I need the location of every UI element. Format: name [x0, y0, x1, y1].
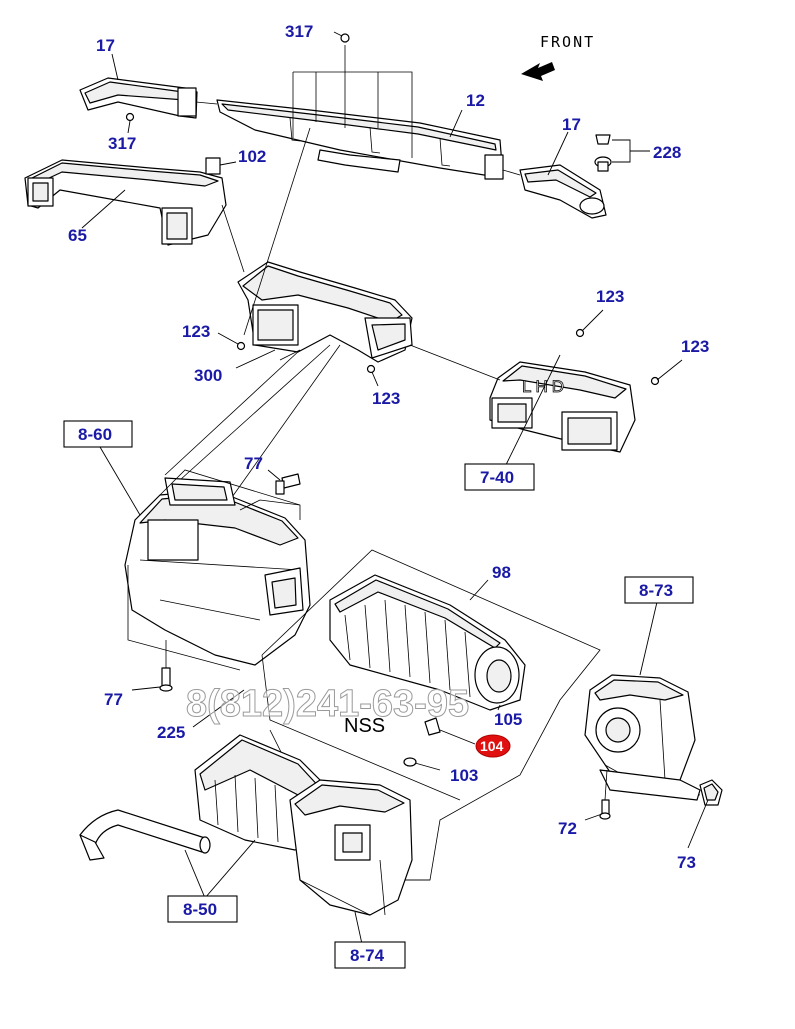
part-heater-box-8-60[interactable] — [124, 477, 311, 666]
boxed-label-7-40-text: 7-40 — [480, 468, 514, 487]
label-317-left: 317 — [108, 134, 136, 153]
part-104-label: 104 — [480, 738, 504, 754]
part-drain-hose-8-50[interactable] — [79, 809, 211, 861]
screw-317-left[interactable] — [125, 112, 135, 122]
part-evaporator-8-74[interactable] — [289, 779, 413, 916]
label-98: 98 — [492, 563, 511, 582]
part-104-highlight[interactable]: 104 — [475, 734, 511, 758]
screw-77-bottom[interactable] — [159, 667, 173, 692]
label-73: 73 — [677, 853, 696, 872]
label-228: 228 — [653, 143, 681, 162]
lhd-label: LHD — [522, 377, 568, 396]
clip-105[interactable] — [424, 717, 441, 736]
boxed-label-7-40[interactable]: 7-40 — [464, 463, 535, 491]
label-123-a: 123 — [182, 322, 210, 341]
part-duct-300[interactable] — [237, 261, 413, 363]
label-17-left: 17 — [96, 36, 115, 55]
front-label: FRONT — [540, 33, 595, 51]
label-17-right: 17 — [562, 115, 581, 134]
part-duct-17-left[interactable] — [79, 77, 198, 119]
label-123-b: 123 — [372, 389, 400, 408]
label-300: 300 — [194, 366, 222, 385]
boxed-label-8-60[interactable]: 8-60 — [63, 420, 133, 448]
boxed-label-8-74-text: 8-74 — [350, 946, 385, 965]
nss-label: NSS — [344, 715, 385, 737]
screw-123-b[interactable] — [366, 364, 376, 374]
fasteners-228[interactable] — [594, 134, 650, 172]
leader-lines — [81, 31, 709, 945]
part-bellows-98[interactable] — [329, 574, 526, 711]
screw-123-d[interactable] — [650, 376, 660, 386]
label-103: 103 — [450, 766, 478, 785]
screw-317-top[interactable] — [340, 33, 350, 43]
screw-123-c[interactable] — [575, 328, 585, 338]
label-65: 65 — [68, 226, 87, 245]
screw-72[interactable] — [599, 799, 611, 820]
part-duct-12[interactable] — [216, 99, 504, 180]
screw-77-top[interactable] — [275, 473, 301, 495]
part-blower-8-73[interactable] — [584, 674, 701, 801]
label-12: 12 — [466, 91, 485, 110]
part-bracket-73[interactable] — [699, 779, 723, 806]
label-77-top: 77 — [244, 454, 263, 473]
clip-102[interactable] — [205, 157, 221, 175]
boxed-label-8-73-text: 8-73 — [639, 581, 673, 600]
connection-lines-top — [164, 101, 521, 501]
watermark-phone: 8(812)241-63-95 — [186, 683, 469, 725]
label-225: 225 — [157, 723, 185, 742]
heater-dash-frame — [127, 469, 301, 671]
boxed-label-8-73[interactable]: 8-73 — [624, 576, 694, 604]
label-317-top: 317 — [285, 22, 313, 41]
part-duct-7-40[interactable]: LHD — [489, 361, 636, 453]
screw-123-a[interactable] — [236, 341, 246, 351]
label-72: 72 — [558, 819, 577, 838]
front-indicator: FRONT — [521, 33, 595, 81]
boxed-label-8-60-text: 8-60 — [78, 425, 112, 444]
boxed-label-8-50-text: 8-50 — [183, 900, 217, 919]
label-123-c: 123 — [596, 287, 624, 306]
bracket-317 — [292, 45, 413, 158]
label-77-bottom: 77 — [104, 690, 123, 709]
label-102: 102 — [238, 147, 266, 166]
part-duct-65[interactable] — [24, 159, 227, 246]
label-123-d: 123 — [681, 337, 709, 356]
front-arrow-icon — [521, 62, 555, 81]
boxed-label-8-50[interactable]: 8-50 — [167, 895, 238, 923]
label-105: 105 — [494, 710, 522, 729]
clip-103[interactable] — [403, 757, 417, 767]
part-duct-17-right[interactable] — [519, 164, 607, 219]
boxed-label-8-74[interactable]: 8-74 — [334, 941, 406, 969]
